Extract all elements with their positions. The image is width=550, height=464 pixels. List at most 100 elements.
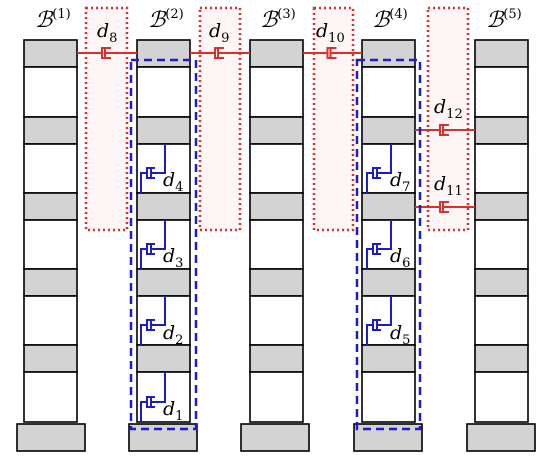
storey-cell — [23, 371, 78, 423]
storey-cell — [474, 295, 529, 346]
column-label-3: ℬ(3) — [260, 7, 296, 33]
damper-label-d8: d8 — [97, 20, 117, 46]
damper-letter: d — [390, 245, 402, 267]
floor-slab — [23, 344, 78, 373]
damper-label-d5: d5 — [390, 322, 410, 348]
damper-label-d7: d7 — [390, 169, 410, 195]
floor-slab — [361, 268, 416, 297]
damper-letter: d — [434, 96, 446, 118]
column-index: (3) — [277, 7, 295, 22]
damper-rod — [140, 324, 147, 345]
storey-cell — [474, 143, 529, 194]
coupling-zone-4 — [426, 6, 470, 232]
blue-damper-col2-2 — [140, 220, 166, 269]
floor-slab — [136, 39, 191, 68]
blue-damper-col4-3 — [366, 296, 392, 345]
foundation-base — [466, 423, 536, 452]
damper-letter: d — [163, 398, 175, 420]
storey-cell — [23, 66, 78, 118]
damper-cylinder — [146, 396, 155, 408]
floor-slab — [136, 116, 191, 145]
storey-cell — [23, 219, 78, 270]
column-label-5: ℬ(5) — [486, 7, 522, 33]
column-5 — [466, 39, 536, 452]
column-index: (1) — [52, 7, 70, 22]
damper-label-d2: d2 — [163, 322, 183, 348]
damper-label-d11: d11 — [434, 173, 463, 199]
blue-damper-col2-3 — [140, 296, 166, 345]
foundation-base — [16, 423, 86, 452]
damper-subscript: 10 — [328, 31, 345, 46]
floor-slab — [249, 116, 304, 145]
damper-cylinder — [326, 47, 337, 59]
storey-cell — [474, 66, 529, 118]
floor-slab — [474, 344, 529, 373]
storey-cell — [249, 219, 304, 270]
damper-rod — [377, 220, 392, 250]
damper-letter: d — [163, 245, 175, 267]
storey-cell — [136, 219, 191, 270]
floor-slab — [361, 116, 416, 145]
damper-label-d9: d9 — [209, 20, 229, 46]
damper-subscript: 1 — [175, 409, 183, 424]
floor-slab — [249, 39, 304, 68]
damper-label-d12: d12 — [434, 96, 463, 122]
floor-slab — [136, 192, 191, 221]
blue-damper-col4-2 — [366, 220, 392, 269]
damper-cylinder — [439, 124, 449, 136]
column-symbol: ℬ — [260, 8, 279, 33]
column-symbol: ℬ — [372, 8, 391, 33]
floor-slab — [23, 268, 78, 297]
damper-cylinder — [372, 319, 381, 331]
damper-label-d3: d3 — [163, 245, 183, 271]
storey-cell — [249, 66, 304, 118]
damper-letter: d — [209, 20, 221, 42]
blue-damper-col2-4 — [140, 372, 166, 422]
floor-slab — [474, 192, 529, 221]
damper-cylinder — [146, 319, 155, 331]
damper-subscript: 7 — [402, 180, 410, 195]
damper-rod — [151, 220, 166, 250]
blue-damper-col2-1 — [140, 144, 166, 193]
storey-cell — [23, 143, 78, 194]
storey-cell — [249, 143, 304, 194]
column-symbol: ℬ — [486, 8, 505, 33]
storey-cell — [249, 295, 304, 346]
coupling-zone-3 — [312, 6, 355, 232]
damper-rod — [140, 172, 147, 193]
column-index: (4) — [389, 7, 407, 22]
damper-group-column-4 — [355, 58, 422, 431]
damper-subscript: 11 — [446, 184, 463, 199]
foundation-base — [240, 423, 310, 452]
floor-slab — [249, 344, 304, 373]
damper-group-column-2 — [129, 58, 198, 431]
damper-rod — [151, 296, 166, 326]
storey-cell — [474, 219, 529, 270]
damper-label-d4: d4 — [163, 169, 183, 195]
damper-cylinder — [101, 47, 111, 59]
floor-slab — [136, 344, 191, 373]
damper-cylinder — [146, 243, 155, 255]
floor-slab — [23, 39, 78, 68]
damper-rod — [366, 172, 373, 193]
damper-subscript: 9 — [221, 31, 229, 46]
storey-cell — [136, 295, 191, 346]
floor-slab — [249, 192, 304, 221]
floor-slab — [474, 39, 529, 68]
damper-rod — [366, 248, 373, 269]
damper-letter: d — [390, 169, 402, 191]
floor-slab — [361, 39, 416, 68]
storey-cell — [136, 66, 191, 118]
column-2 — [128, 39, 198, 452]
blue-damper-col4-1 — [366, 144, 392, 193]
damper-d9 — [190, 47, 250, 59]
floor-slab — [361, 344, 416, 373]
damper-subscript: 2 — [175, 333, 183, 348]
damper-cylinder — [372, 167, 381, 179]
damper-subscript: 4 — [175, 180, 183, 195]
column-index: (2) — [165, 7, 183, 22]
storey-cell — [361, 66, 416, 118]
floor-slab — [474, 116, 529, 145]
